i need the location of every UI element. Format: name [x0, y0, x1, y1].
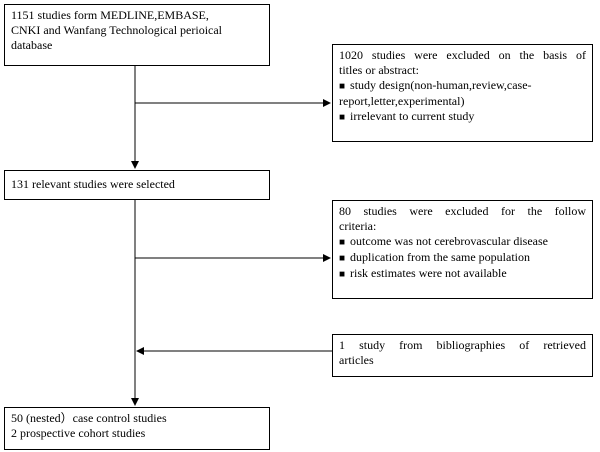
search-line-2: CNKI and Wanfang Technological perioical — [11, 23, 223, 37]
excluded-titles-bullet-1: study design(non-human,review,case- — [339, 78, 586, 94]
search-line-1: 1151 studies form MEDLINE,EMBASE, — [11, 8, 209, 22]
excluded-criteria-box: 80 studies were excluded for the follow … — [332, 200, 593, 299]
excluded-titles-bullet-1-cont: report,letter,experimental) — [339, 94, 465, 108]
bibliography-line-1: 1 study from bibliographies of retrieved — [339, 338, 586, 352]
excluded-criteria-line-2: criteria: — [339, 219, 377, 233]
excluded-titles-box: 1020 studies were excluded on the basis … — [332, 44, 593, 142]
selected-text: 131 relevant studies were selected — [11, 177, 175, 191]
selected-studies-box: 131 relevant studies were selected — [4, 170, 270, 200]
included-studies-box: 50 (nested）case control studies 2 prospe… — [4, 407, 270, 450]
search-line-3: database — [11, 38, 53, 52]
bibliography-box: 1 study from bibliographies of retrieved… — [332, 334, 593, 377]
excluded-titles-bullet-2: irrelevant to current study — [339, 109, 586, 125]
excluded-criteria-bullet-1: outcome was not cerebrovascular disease — [339, 234, 586, 250]
bibliography-line-2: articles — [339, 353, 374, 367]
excluded-criteria-bullet-3: risk estimates were not available — [339, 266, 586, 282]
excluded-titles-line-2: titles or abstract: — [339, 63, 419, 77]
included-line-2: 2 prospective cohort studies — [11, 426, 146, 440]
excluded-titles-line-1: 1020 studies were excluded on the basis … — [339, 48, 586, 62]
excluded-criteria-line-1: 80 studies were excluded for the follow — [339, 204, 586, 218]
search-results-box: 1151 studies form MEDLINE,EMBASE, CNKI a… — [4, 4, 270, 66]
excluded-criteria-bullet-2: duplication from the same population — [339, 250, 586, 266]
included-line-1: 50 (nested）case control studies — [11, 411, 167, 425]
